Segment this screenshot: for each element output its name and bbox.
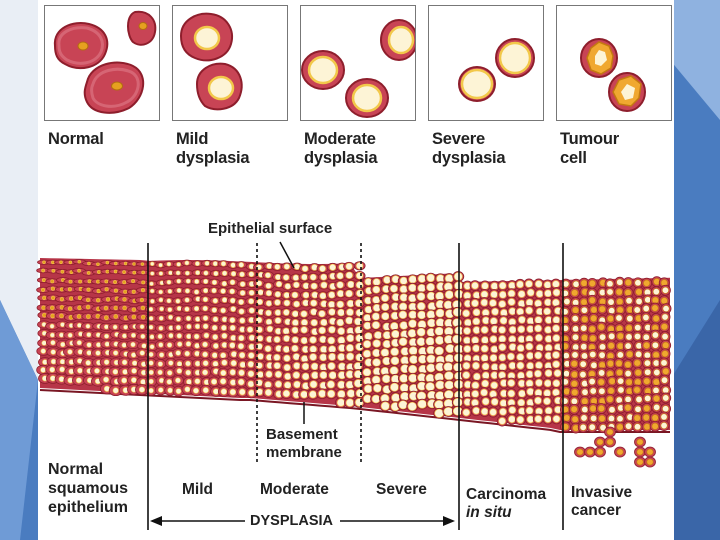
- panel-tumour: [556, 5, 672, 121]
- epithelial-surface-label: Epithelial surface: [208, 220, 333, 237]
- basement-membrane-label: Basement membrane: [266, 426, 342, 461]
- epithelial-cells: [36, 258, 672, 468]
- right-background-decoration: [670, 0, 720, 540]
- mild-label: Mild: [182, 481, 213, 498]
- panel-label-severe: Severe dysplasia: [432, 130, 506, 167]
- panel-normal: [44, 5, 160, 121]
- severe-label: Severe: [376, 481, 427, 498]
- normal-cells-illustration: [53, 10, 157, 114]
- moderate-label: Moderate: [260, 481, 329, 498]
- panel-severe: [428, 5, 544, 121]
- panel-label-tumour: Tumour cell: [560, 130, 619, 167]
- dysplasia-label: DYSPLASIA: [250, 513, 333, 529]
- carcinoma-in-situ-label: Carcinoma in situ: [466, 486, 547, 521]
- panel-label-moderate: Moderate dysplasia: [304, 130, 378, 167]
- normal-squamous-epithelium-label: Normal squamous epithelium: [48, 461, 129, 516]
- severe-dysplasia-cells-illustration: [458, 38, 535, 102]
- dysplasia-arrow-right-head: [443, 516, 455, 526]
- epithelial-surface-pointer: [279, 241, 295, 269]
- invasive-cancer-label: Invasive cancer: [571, 484, 633, 519]
- panel-mild: [172, 5, 288, 121]
- moderate-dysplasia-cells-illustration: [301, 19, 415, 118]
- left-background-decoration: [0, 0, 40, 540]
- panel-label-normal: Normal: [48, 130, 104, 148]
- dysplasia-arrow-left-head: [150, 516, 162, 526]
- panel-label-mild: Mild dysplasia: [176, 130, 250, 167]
- mild-dysplasia-cells-illustration: [179, 12, 243, 111]
- panel-moderate: [300, 5, 416, 121]
- tumour-cells-illustration: [580, 38, 646, 112]
